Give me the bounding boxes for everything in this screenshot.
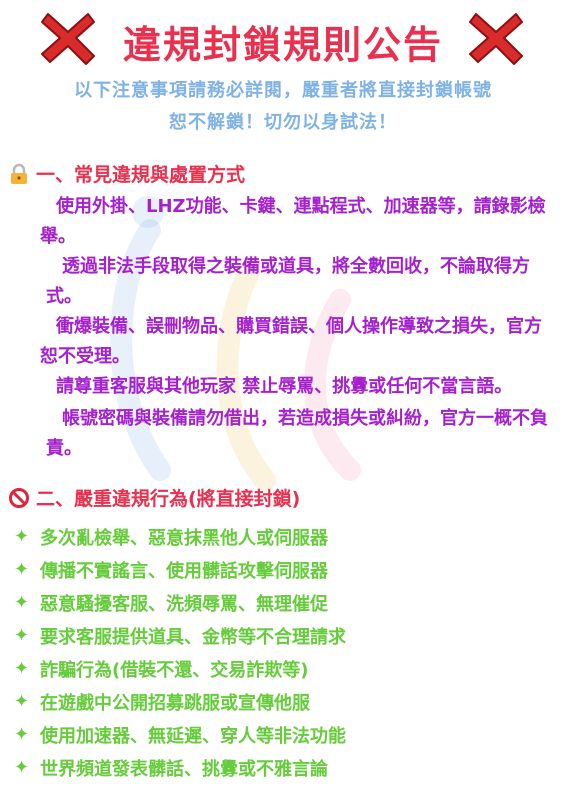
star-bullet-icon: ✦ <box>14 526 30 547</box>
star-bullet-icon: ✦ <box>14 691 30 712</box>
rule-paragraph: 帳號密碼與裝備請勿借出，若造成損失或糾紛，官方一概不負責。 <box>46 408 548 459</box>
rule-paragraph: 衝爆裝備、誤刪物品、購買錯誤、個人操作導致之損失，官方恕不受理。 <box>40 316 542 367</box>
list-item-text: 詐騙行為(借裝不還、交易詐欺等) <box>40 659 309 681</box>
list-item: ✦ 多次亂檢舉、惡意抹黑他人或伺服器 <box>14 520 554 553</box>
list-item: ✦ 使用加速器、無延遲、穿人等非法功能 <box>14 718 554 751</box>
list-item: ✦ 傳播不實謠言、使用髒話攻擊伺服器 <box>14 553 554 586</box>
subtitle-line2: 恕不解鎖！切勿以身試法！ <box>169 112 397 133</box>
list-item-text: 要求客服提供道具、金幣等不合理請求 <box>40 626 346 648</box>
violation-list: ✦ 多次亂檢舉、惡意抹黑他人或伺服器 ✦ 傳播不實謠言、使用髒話攻擊伺服器 ✦ 惡意騷… <box>14 520 554 784</box>
star-bullet-icon: ✦ <box>14 757 30 778</box>
rule-paragraph: 透過非法手段取得之裝備或道具，將全數回收，不論取得方式。 <box>46 256 530 307</box>
star-bullet-icon: ✦ <box>14 625 30 646</box>
list-item-text: 惡意騷擾客服、洗頻辱罵、無理催促 <box>40 593 328 615</box>
star-bullet-icon: ✦ <box>14 592 30 613</box>
list-item-text: 世界頻道發表髒話、挑釁或不雅言論 <box>40 758 328 780</box>
list-item-text: 在遊戲中公開招募跳服或宣傳他服 <box>40 692 310 714</box>
prohibited-icon <box>9 487 29 508</box>
list-item: ✦ 世界頻道發表髒話、挑釁或不雅言論 <box>14 751 554 784</box>
header: 違規封鎖規則公告 <box>0 6 566 67</box>
list-item: ✦ 惡意騷擾客服、洗頻辱罵、無理催促 <box>14 586 554 619</box>
star-bullet-icon: ✦ <box>14 658 30 679</box>
star-bullet-icon: ✦ <box>14 724 30 745</box>
subtitle-line1: 以下注意事項請務必詳閱，嚴重者將直接封鎖帳號 <box>74 80 492 101</box>
list-item-text: 傳播不實謠言、使用髒話攻擊伺服器 <box>40 560 328 582</box>
rule-paragraph: 請尊重客服與其他玩家 禁止辱罵、挑釁或任何不當言語。 <box>56 376 513 397</box>
list-item: ✦ 要求客服提供道具、金幣等不合理請求 <box>14 619 554 652</box>
section2-heading: 二、嚴重違規行為(將直接封鎖) <box>8 484 300 511</box>
star-bullet-icon: ✦ <box>14 559 30 580</box>
page-title: 違規封鎖規則公告 <box>122 23 443 67</box>
list-item: ✦ 詐騙行為(借裝不還、交易詐欺等) <box>14 652 554 685</box>
section2-title: 二、嚴重違規行為(將直接封鎖) <box>36 488 301 510</box>
section1-heading: 一、常見違規與處置方式 <box>8 160 245 187</box>
red-x-icon <box>41 13 95 65</box>
list-item-text: 使用加速器、無延遲、穿人等非法功能 <box>40 725 346 747</box>
red-x-icon <box>469 13 523 65</box>
section1-title: 一、常見違規與處置方式 <box>36 164 246 186</box>
rule-paragraph: 使用外掛、LHZ功能、卡鍵、連點程式、加速器等，請錄影檢舉。 <box>40 196 546 247</box>
list-item: ✦ 在遊戲中公開招募跳服或宣傳他服 <box>14 685 554 718</box>
lock-icon <box>11 163 27 184</box>
list-item-text: 多次亂檢舉、惡意抹黑他人或伺服器 <box>40 527 328 549</box>
